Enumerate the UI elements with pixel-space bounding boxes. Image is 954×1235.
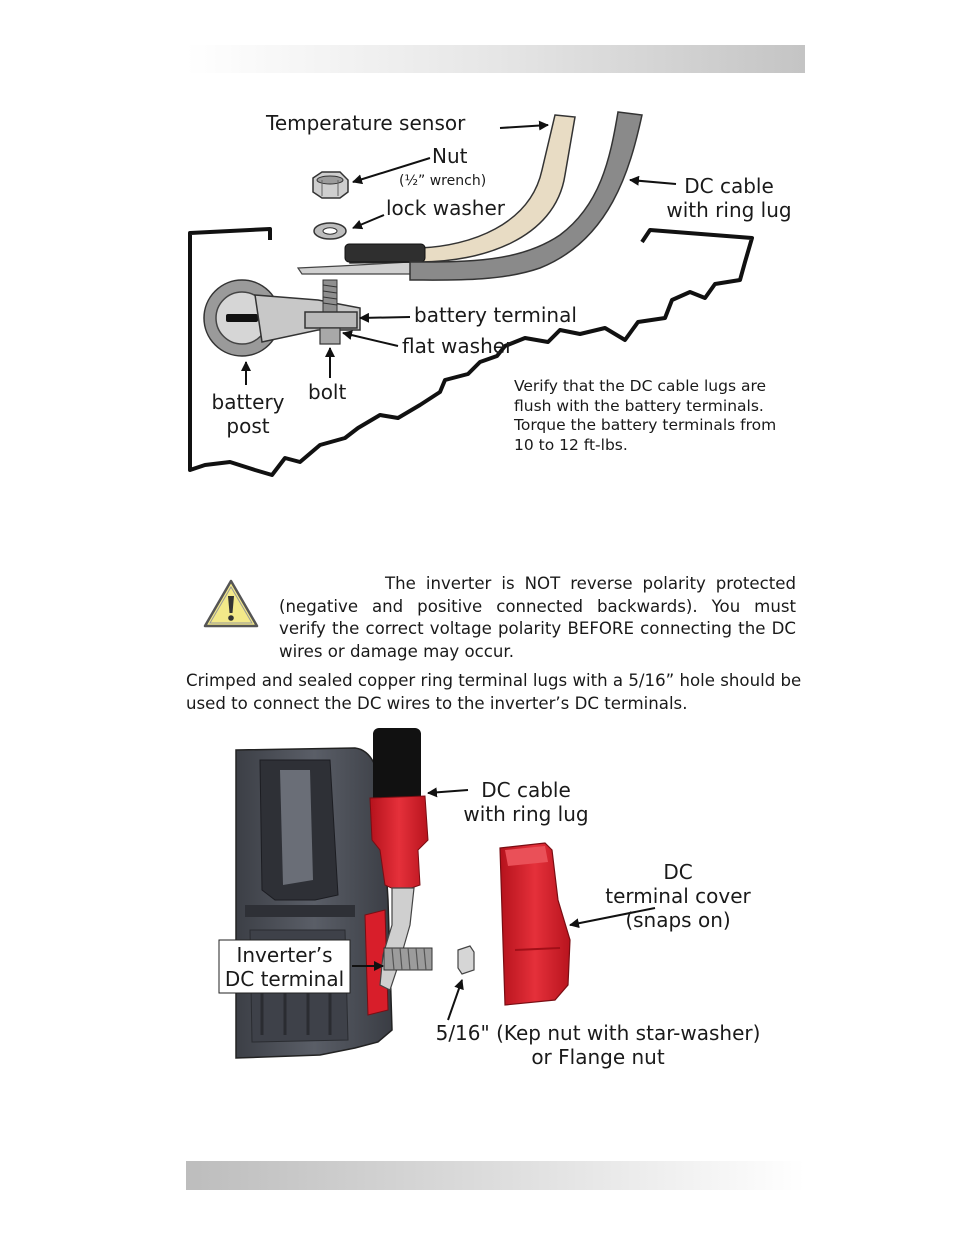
dc-cable-gray [409, 111, 643, 281]
label-dc-cable: DC cable with ring lug [666, 174, 792, 222]
label-battery-post: battery post [211, 390, 285, 438]
terminal-label-box [218, 939, 351, 994]
kep-nut [457, 945, 475, 975]
battery-outline [188, 227, 754, 477]
label-lock-washer: lock washer [386, 196, 505, 220]
temperature-sensor-block [344, 243, 426, 263]
caution-text: The inverter is NOT reverse polarity pro… [279, 574, 796, 661]
footer-bar [186, 1161, 805, 1190]
torque-note: Verify that the DC cable lugs are flush … [514, 377, 777, 454]
label-wrench-size: (½” wrench) [399, 173, 487, 189]
header-bar [186, 45, 805, 73]
label-kep-nut: 5/16" (Kep nut with star-washer) or Flan… [435, 1021, 761, 1069]
body-paragraph: Crimped and sealed copper ring terminal … [186, 671, 802, 713]
label-flat-washer: flat washer [402, 334, 514, 358]
label-temperature-sensor: Temperature sensor [266, 111, 466, 135]
label-battery-terminal: battery terminal [414, 303, 577, 327]
warning-triangle-icon [203, 579, 259, 628]
dc-terminal-cover [499, 842, 571, 1006]
label-terminal-cover: DC terminal cover (snaps on) [605, 860, 751, 932]
label-bolt: bolt [308, 380, 347, 404]
bolt-head [319, 327, 341, 345]
label-inverter-dc-terminal: Inverter’s DC terminal [224, 943, 345, 991]
label-dc-cable-2: DC cable with ring lug [463, 778, 589, 826]
battery-connection-diagram [188, 111, 754, 477]
label-nut: Nut [432, 144, 468, 168]
dc-cable-black [373, 728, 421, 808]
